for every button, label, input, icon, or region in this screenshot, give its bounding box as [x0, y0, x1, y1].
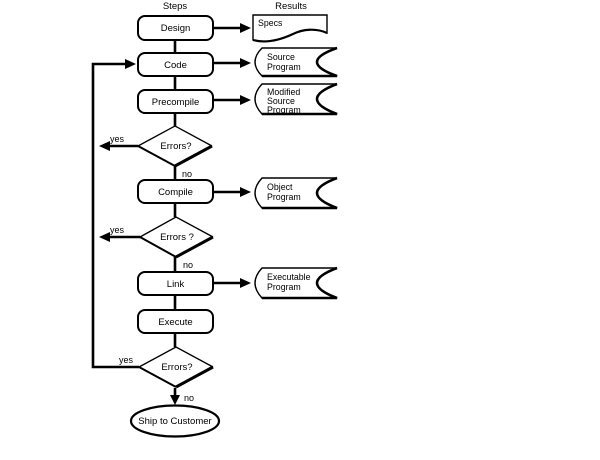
diamond2-lower-left-edge — [139, 236, 177, 258]
arrowhead-modified-icon — [240, 95, 251, 105]
design-box-shape — [137, 15, 214, 41]
diamond1-lower-right-edge — [174, 144, 213, 168]
compile-box-shape — [137, 179, 214, 204]
terminator-ship: Ship to Customer — [129, 404, 221, 438]
executable-program-label-line2: Program — [267, 282, 301, 292]
link-box-label: Link — [167, 279, 185, 290]
code-box-label: Code — [164, 60, 187, 71]
column-header-results: Results — [275, 1, 307, 12]
specs-label: Specs — [258, 18, 283, 28]
step-box-compile: Compile — [137, 179, 214, 204]
specs-document-wave-edge — [252, 28, 328, 43]
final-arrow — [170, 388, 180, 405]
object-program-heavy-edge — [262, 176, 338, 210]
modified-label-line3: Program — [267, 105, 301, 115]
diamond1-upper-edges — [137, 125, 213, 147]
execute-box-shape — [137, 309, 214, 334]
decision-diamond-1: Errors? — [137, 125, 213, 168]
object-program-label-line2: Program — [267, 192, 301, 202]
decision3-label: Errors? — [161, 362, 192, 373]
no-label-3: no — [184, 393, 194, 403]
object-program-label-line1: Object — [267, 182, 293, 192]
step-box-link: Link — [137, 271, 214, 296]
step-box-precompile: Precompile — [137, 89, 214, 114]
executable-program-label-line1: Executable — [267, 272, 311, 282]
terminator-label: Ship to Customer — [138, 416, 211, 427]
decision-diamond-3: Errors? — [138, 346, 214, 389]
decision-diamond-2: Errors ? — [139, 216, 214, 259]
modified-source-program-heavy-edge — [262, 82, 338, 116]
result-shape-source-program: Source Program — [254, 46, 338, 78]
loop-line — [91, 62, 139, 369]
compile-box-label: Compile — [158, 187, 193, 198]
diamond2-upper-edges — [139, 216, 214, 238]
yes-arrowhead-2-icon — [99, 232, 110, 242]
diamond2-lower-right-edge — [175, 235, 214, 259]
final-arrowhead-icon — [170, 395, 180, 405]
precompile-box-shape — [137, 89, 214, 114]
yes-label-1: yes — [110, 134, 125, 144]
diamond3-lower-left-edge — [138, 366, 177, 388]
decision1-label: Errors? — [160, 141, 191, 152]
arrowhead-source-icon — [240, 58, 251, 68]
column-header-steps: Steps — [163, 1, 188, 12]
arrowhead-specs-icon — [240, 23, 251, 33]
diamond1-lower-left-edge — [137, 145, 176, 167]
arrowhead-object-icon — [240, 187, 251, 197]
result-shape-object-program: Object Program — [254, 176, 338, 210]
modified-label-line1: Modified — [267, 87, 300, 97]
result-shape-specs: Specs — [252, 14, 328, 43]
link-box-shape — [137, 271, 214, 296]
result-shape-modified-source-program: Modified Source Program — [254, 82, 338, 116]
source-program-label-line1: Source — [267, 52, 295, 62]
arrowhead-executable-icon — [240, 278, 251, 288]
no-label-1: no — [182, 169, 192, 179]
loop-arrowhead-icon — [125, 59, 136, 69]
execute-box-label: Execute — [158, 317, 192, 328]
precompile-box-label: Precompile — [152, 97, 200, 108]
result-arrows — [213, 23, 251, 288]
yes-arrow-1: yes — [99, 134, 138, 151]
yes-label-2: yes — [110, 225, 125, 235]
decision2-label: Errors ? — [160, 232, 194, 243]
step-box-design: Design — [137, 15, 214, 41]
yes-label-3: yes — [119, 355, 134, 365]
step-box-code: Code — [137, 52, 214, 77]
no-label-2: no — [183, 260, 193, 270]
step-box-execute: Execute — [137, 309, 214, 334]
code-box-shape — [137, 52, 214, 77]
feedback-loop — [91, 59, 139, 369]
terminator-ellipse-shape — [129, 404, 221, 438]
source-program-heavy-edge — [262, 46, 338, 78]
yes-arrow-2: yes — [99, 225, 140, 242]
result-shape-executable-program: Executable Program — [254, 266, 338, 300]
modified-label-line2: Source — [267, 96, 295, 106]
design-box-label: Design — [161, 23, 191, 34]
source-program-label-line2: Program — [267, 62, 301, 72]
executable-program-heavy-edge — [262, 266, 338, 300]
yes-arrowhead-1-icon — [99, 141, 110, 151]
diamond3-lower-right-edge — [175, 365, 214, 389]
diamond3-upper-edges — [138, 346, 214, 368]
